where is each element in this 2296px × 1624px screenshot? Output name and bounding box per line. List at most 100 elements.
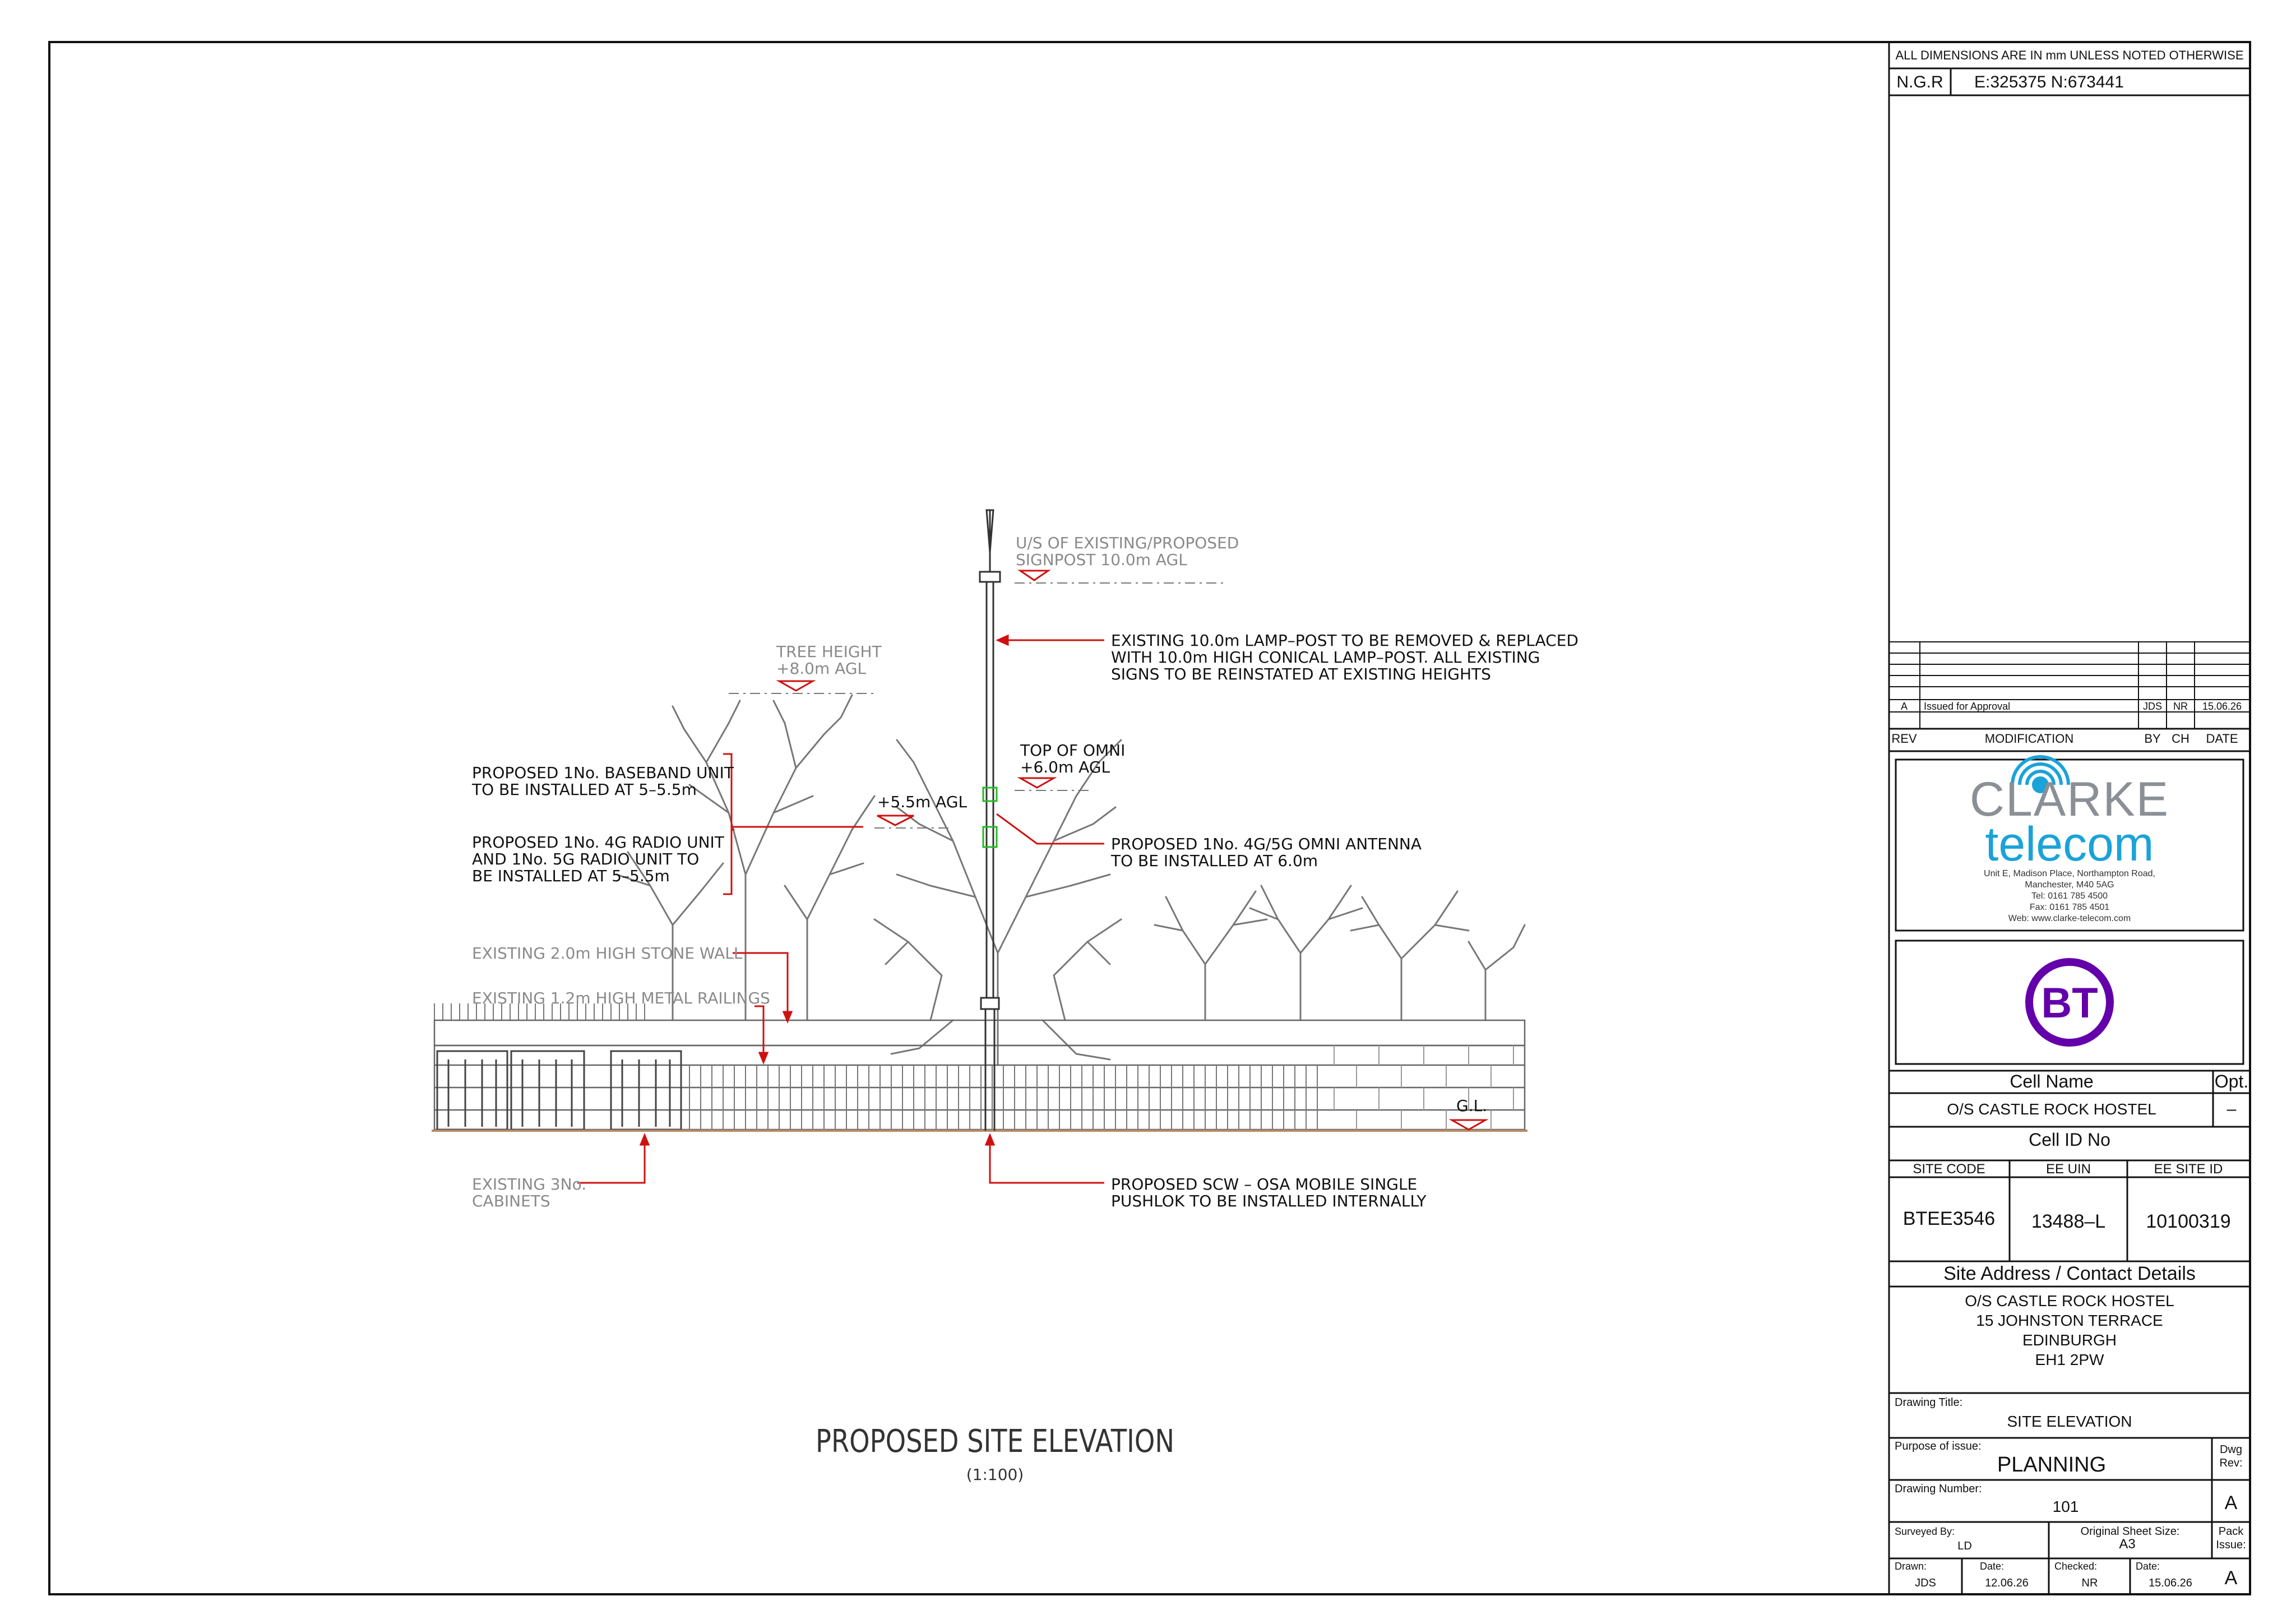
signal-waves-icon <box>2011 755 2070 793</box>
radio-note-2: AND 1No. 5G RADIO UNIT TO <box>472 850 699 868</box>
cell-name-label: Cell Name <box>2010 1071 2093 1091</box>
dwg-rev-label-1: Dwg <box>2220 1443 2242 1456</box>
cell-name-value: O/S CASTLE ROCK HOSTEL <box>1947 1100 2156 1118</box>
pack-issue-label-1: Pack <box>2219 1525 2244 1538</box>
omni-note-2: TO BE INSTALLED AT 6.0m <box>1110 852 1318 870</box>
dwg-rev-value: A <box>2225 1492 2238 1514</box>
level-markers <box>776 570 1489 1131</box>
ee-site-id-value: 10100319 <box>2146 1211 2230 1232</box>
scw-note-1: PROPOSED SCW – OSA MOBILE SINGLE <box>1111 1175 1417 1193</box>
clarke-tel: Tel: 0161 785 4500 <box>2031 891 2108 901</box>
date-label-2: Date: <box>2136 1561 2160 1572</box>
site-code-value: BTEE3546 <box>1903 1208 1995 1229</box>
plus-5-5-label: +5.5m AGL <box>877 793 968 811</box>
rev-row-ch: NR <box>2173 701 2188 712</box>
dwg-rev-label-2: Rev: <box>2219 1457 2242 1469</box>
site-code-label: SITE CODE <box>1913 1162 1985 1177</box>
elevation-title: PROPOSED SITE ELEVATION <box>816 1423 1174 1460</box>
ee-site-id-label: EE SITE ID <box>2154 1162 2223 1177</box>
stone-wall <box>433 1019 1526 1131</box>
rev-row-rev: A <box>1901 701 1908 712</box>
lamp-post-note-2: WITH 10.0m HIGH CONICAL LAMP–POST. ALL E… <box>1111 648 1540 667</box>
clarke-web: Web: www.clarke-telecom.com <box>2008 914 2131 923</box>
rev-row-modification: Issued for Approval <box>1924 701 2010 712</box>
bt-logo: BT <box>2025 958 2114 1047</box>
drawing-number-label: Drawing Number: <box>1895 1483 1982 1495</box>
lamp-post-note-1: EXISTING 10.0m LAMP–POST TO BE REMOVED &… <box>1111 631 1578 650</box>
surveyed-by-value: LD <box>1957 1540 1972 1552</box>
drawn-value: JDS <box>1915 1577 1936 1589</box>
sheet-size-label: Original Sheet Size: <box>2081 1525 2180 1538</box>
drawing-title-label: Drawing Title: <box>1895 1396 1962 1409</box>
wall-note: EXISTING 2.0m HIGH STONE WALL <box>472 944 743 963</box>
omni-top-label-2: +6.0m AGL <box>1020 758 1110 776</box>
baseband-note-1: PROPOSED 1No. BASEBAND UNIT <box>472 764 734 782</box>
tree-height-label-1: TREE HEIGHT <box>776 642 882 661</box>
radio-note-1: PROPOSED 1No. 4G RADIO UNIT <box>472 833 725 852</box>
railing-spikes <box>434 1003 645 1020</box>
cabinets-note-2: CABINETS <box>472 1192 550 1210</box>
elevation-drawing: U/S OF EXISTING/PROPOSED SIGNPOST 10.0m … <box>432 509 1578 1484</box>
address-label: Site Address / Contact Details <box>1943 1263 2196 1284</box>
surveyed-by-label: Surveyed By: <box>1895 1526 1955 1537</box>
ngr-label: N.G.R <box>1896 73 1943 91</box>
pack-issue-label-2: Issue: <box>2216 1539 2246 1551</box>
rev-row-by: JDS <box>2143 701 2162 712</box>
drawing-number-value: 101 <box>2053 1498 2079 1515</box>
telecom-name: telecom <box>1985 817 2154 871</box>
signpost-level-label-1: U/S OF EXISTING/PROPOSED <box>1016 534 1239 552</box>
level-lines <box>729 582 1228 829</box>
omni-antenna <box>982 786 998 848</box>
rev-row-date: 15.06.26 <box>2202 701 2242 712</box>
scw-note-2: PUSHLOK TO BE INSTALLED INTERNALLY <box>1111 1192 1427 1210</box>
purpose-value: PLANNING <box>1997 1453 2106 1477</box>
lamp-post-note-3: SIGNS TO BE REINSTATED AT EXISTING HEIGH… <box>1111 665 1491 683</box>
checked-value: NR <box>2082 1577 2098 1589</box>
ground-level-label: G.L. <box>1456 1096 1487 1115</box>
railings-note: EXISTING 1.2m HIGH METAL RAILINGS <box>472 989 770 1007</box>
date-label-1: Date: <box>1980 1561 2004 1572</box>
lamp-post <box>979 509 1001 1131</box>
checked-label: Checked: <box>2054 1561 2097 1572</box>
sheet-size-value: A3 <box>2119 1537 2135 1552</box>
purpose-label: Purpose of issue: <box>1895 1440 1982 1452</box>
rev-header-date: DATE <box>2206 732 2238 746</box>
date-value-2: 15.06.26 <box>2149 1577 2192 1589</box>
stone-wall-bricks <box>1334 1045 1514 1130</box>
signpost-level-label-2: SIGNPOST 10.0m AGL <box>1016 550 1187 569</box>
opt-value: – <box>2227 1100 2237 1118</box>
date-value-1: 12.06.26 <box>1985 1577 2029 1589</box>
cell-id-label: Cell ID No <box>2029 1130 2110 1150</box>
ngr-value: E:325375 N:673441 <box>1974 73 2124 91</box>
rev-header-ch: CH <box>2172 732 2189 746</box>
address-line-1: O/S CASTLE ROCK HOSTEL <box>1965 1292 2174 1310</box>
clarke-address-2: Manchester, M40 5AG <box>2025 880 2114 890</box>
pack-issue-value: A <box>2225 1567 2238 1589</box>
clarke-name: CLARKE <box>1970 772 2169 826</box>
elevation-scale: (1:100) <box>966 1465 1024 1484</box>
ee-uin-label: EE UIN <box>2046 1162 2091 1177</box>
tree-height-label-2: +8.0m AGL <box>776 659 867 678</box>
metal-railings <box>689 1065 1318 1130</box>
leader-lines <box>577 634 1104 1184</box>
address-line-3: EDINBURGH <box>2022 1331 2117 1349</box>
baseband-note-2: TO BE INSTALLED AT 5–5.5m <box>471 780 697 799</box>
radio-note-3: BE INSTALLED AT 5–5.5m <box>472 867 670 885</box>
drawing-title-value: SITE ELEVATION <box>2007 1413 2132 1430</box>
omni-top-label-1: TOP OF OMNI <box>1020 741 1125 760</box>
drawn-label: Drawn: <box>1895 1561 1927 1572</box>
rev-header-rev: REV <box>1891 732 1917 746</box>
rev-header-modification: MODIFICATION <box>1985 732 2073 746</box>
dimensions-note: ALL DIMENSIONS ARE IN mm UNLESS NOTED OT… <box>1896 48 2244 62</box>
title-block <box>1888 42 2250 1594</box>
clarke-fax: Fax: 0161 785 4501 <box>2030 903 2109 912</box>
rev-header-by: BY <box>2144 732 2161 746</box>
sheet-border <box>48 41 2251 1595</box>
ee-uin-value: 13488–L <box>2031 1211 2105 1232</box>
cabinets <box>436 1050 682 1131</box>
tree-illustration <box>615 694 1526 1066</box>
cabinets-note-1: EXISTING 3No. <box>472 1175 586 1193</box>
address-line-2: 15 JOHNSTON TERRACE <box>1976 1312 2163 1329</box>
clarke-address-1: Unit E, Madison Place, Northampton Road, <box>1984 869 2155 878</box>
